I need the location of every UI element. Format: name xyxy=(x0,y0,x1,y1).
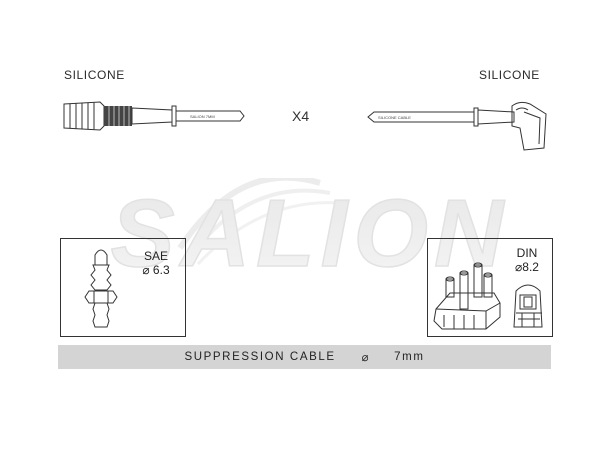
angled-boot-lead-diagram: SILICONE CABLE xyxy=(364,92,554,157)
din-terminal-box: DIN ⌀8.2 xyxy=(427,238,553,337)
silicone-label-right: SILICONE xyxy=(479,68,540,82)
diameter-symbol: ⌀ xyxy=(361,352,371,364)
straight-boot-lead-diagram: SALION 7MM xyxy=(60,96,260,141)
sae-terminal-icon xyxy=(84,249,118,328)
brand-watermark: SALION xyxy=(30,174,590,288)
svg-text:SALION 7MM: SALION 7MM xyxy=(190,114,215,119)
cable-size: 7mm xyxy=(394,351,425,363)
suppression-cable-spec-bar: SUPPRESSION CABLE ⌀ 7mm xyxy=(58,345,551,369)
din-title: DIN xyxy=(516,246,538,260)
sae-terminal-box: SAE ⌀ 6.3 xyxy=(60,238,186,337)
sae-title: SAE xyxy=(143,249,168,263)
din-diameter: ⌀8.2 xyxy=(515,260,539,274)
suppression-cable-text: SUPPRESSION CABLE xyxy=(184,351,336,363)
din-distributor-icon xyxy=(433,262,543,330)
silicone-label-left: SILICONE xyxy=(64,68,125,82)
sae-diameter: ⌀ 6.3 xyxy=(142,263,170,277)
svg-text:SILICONE CABLE: SILICONE CABLE xyxy=(378,115,411,120)
quantity-label: X4 xyxy=(292,108,310,124)
watermark-text: SALION xyxy=(111,180,510,278)
